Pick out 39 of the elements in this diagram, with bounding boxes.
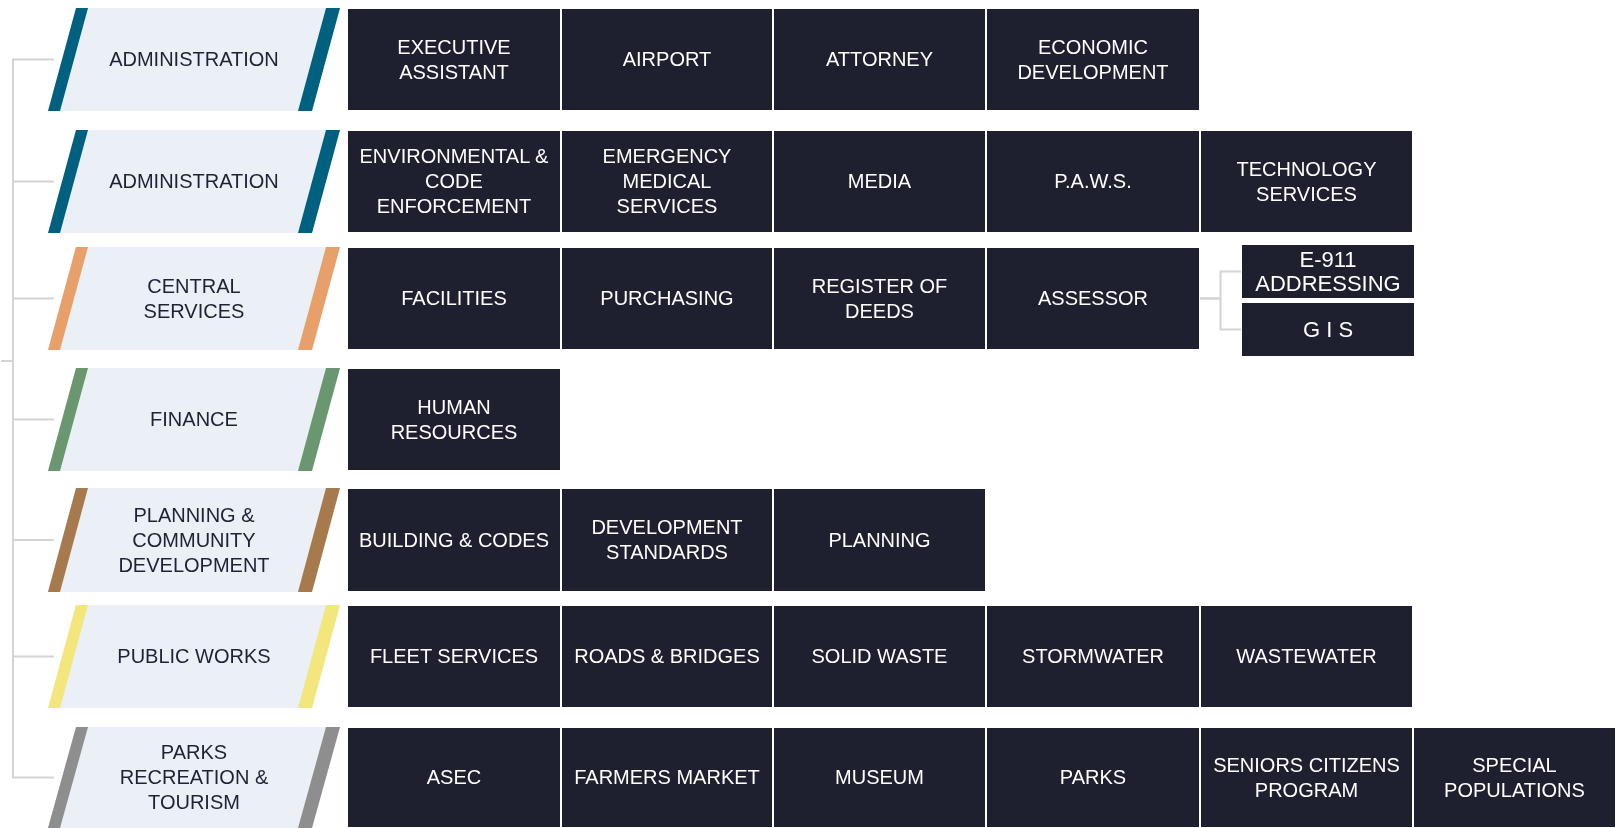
unit-box: ATTORNEY <box>773 8 986 111</box>
unit-box: WASTEWATER <box>1200 605 1413 708</box>
department-banner: PARKS RECREATION & TOURISM <box>48 727 340 828</box>
unit-box: EMERGENCY MEDICAL SERVICES <box>561 130 773 233</box>
connector-line <box>1199 297 1242 331</box>
unit-box: ASSESSOR <box>986 247 1200 350</box>
unit-box: SPECIAL POPULATIONS <box>1413 727 1616 828</box>
unit-box: REGISTER OF DEEDS <box>773 247 986 350</box>
unit-box: FARMERS MARKET <box>561 727 773 828</box>
unit-box: BUILDING & CODES <box>347 488 561 592</box>
unit-box: MUSEUM <box>773 727 986 828</box>
unit-box: FLEET SERVICES <box>347 605 561 708</box>
department-banner: PLANNING & COMMUNITY DEVELOPMENT <box>48 488 340 592</box>
unit-box: TECHNOLOGY SERVICES <box>1200 130 1413 233</box>
department-banner: ADMINISTRATION <box>48 130 340 233</box>
unit-box: FACILITIES <box>347 247 561 350</box>
unit-box: E-911 ADDRESSING <box>1241 244 1415 299</box>
department-banner: CENTRAL SERVICES <box>48 247 340 350</box>
department-banner: FINANCE <box>48 368 340 471</box>
unit-box: HUMAN RESOURCES <box>347 368 561 471</box>
unit-box: PLANNING <box>773 488 986 592</box>
connector-line <box>0 360 55 779</box>
unit-box: P.A.W.S. <box>986 130 1200 233</box>
unit-box: AIRPORT <box>561 8 773 111</box>
unit-box: PURCHASING <box>561 247 773 350</box>
unit-box: MEDIA <box>773 130 986 233</box>
unit-box: STORMWATER <box>986 605 1200 708</box>
department-banner: PUBLIC WORKS <box>48 605 340 708</box>
unit-box: G I S <box>1241 302 1415 357</box>
unit-box: PARKS <box>986 727 1200 828</box>
unit-box: ROADS & BRIDGES <box>561 605 773 708</box>
unit-box: ENVIRONMENTAL & CODE ENFORCEMENT <box>347 130 561 233</box>
unit-box: SOLID WASTE <box>773 605 986 708</box>
unit-box: DEVELOPMENT STANDARDS <box>561 488 773 592</box>
unit-box: EXECUTIVE ASSISTANT <box>347 8 561 111</box>
department-banner: ADMINISTRATION <box>48 8 340 111</box>
unit-box: SENIORS CITIZENS PROGRAM <box>1200 727 1413 828</box>
unit-box: ECONOMIC DEVELOPMENT <box>986 8 1200 111</box>
unit-box: ASEC <box>347 727 561 828</box>
